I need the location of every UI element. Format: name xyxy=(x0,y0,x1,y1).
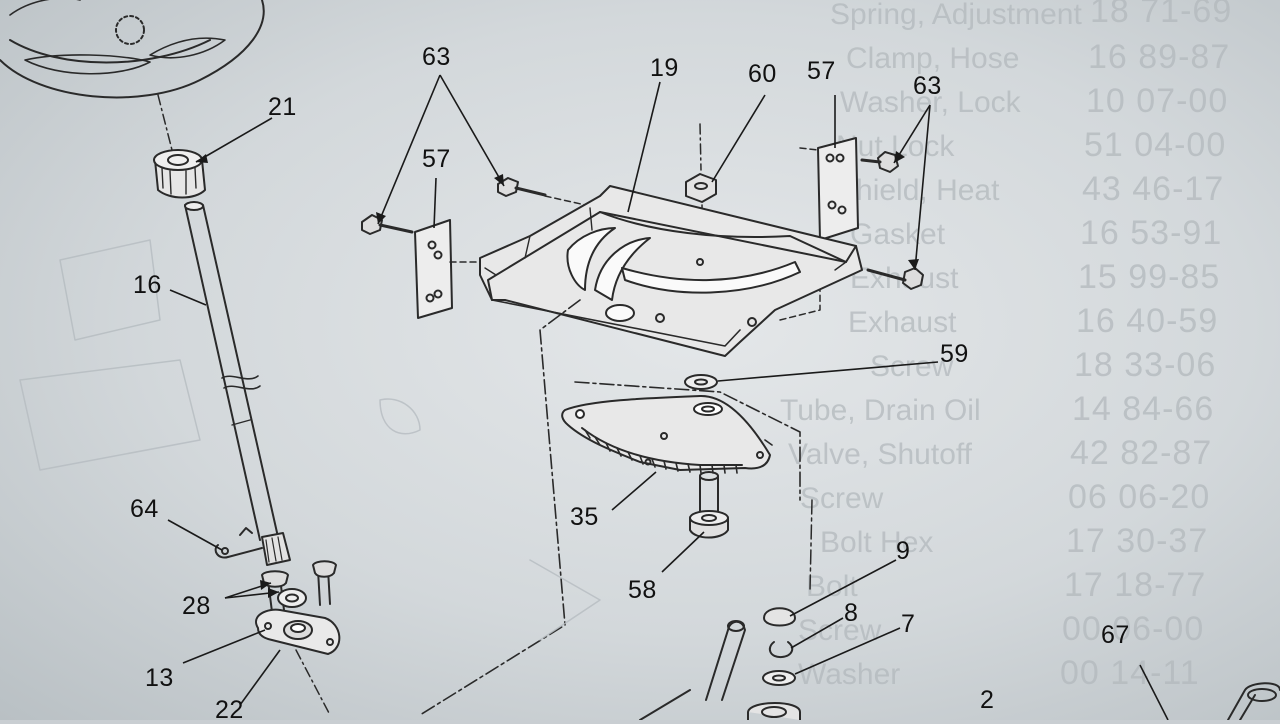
part-8-clip xyxy=(768,641,794,659)
callout-19: 19 xyxy=(650,54,679,82)
bleed-name: Bolt xyxy=(806,570,858,603)
drag-link xyxy=(639,620,801,720)
leader-lines xyxy=(167,74,1169,720)
bleed-name: Clamp, Hose xyxy=(846,42,1020,75)
bleed-name: Exhaust xyxy=(848,306,957,339)
bleed-code: 16 53-91 xyxy=(1080,214,1223,252)
bleed-code: 15 99-85 xyxy=(1078,258,1221,296)
bleed-name: Screw xyxy=(800,482,884,515)
assembly-line xyxy=(809,499,813,591)
part-28-bolts xyxy=(261,560,337,613)
bleed-code: 51 04-00 xyxy=(1084,126,1227,164)
callout-21: 21 xyxy=(268,93,297,121)
bleed-name: Bolt Hex xyxy=(820,526,934,559)
callout-57-right: 57 xyxy=(807,57,836,85)
bleed-name: Tube, Drain Oil xyxy=(780,394,981,427)
callout-63-left: 63 xyxy=(422,43,451,71)
bleed-code: 18 71-69 xyxy=(1090,0,1233,30)
bleed-code: 00 06-00 xyxy=(1062,610,1205,648)
centerline xyxy=(157,94,173,151)
bleed-code: 14 84-66 xyxy=(1072,390,1215,428)
bleed-name: Washer, Lock xyxy=(840,86,1021,119)
part-57-left-plate xyxy=(414,219,453,319)
part-58-bushing xyxy=(689,510,729,539)
part-16-steering-shaft xyxy=(184,201,291,566)
part-59-washer xyxy=(684,374,718,390)
callout-60: 60 xyxy=(748,60,777,88)
leader-arrowheads xyxy=(196,151,919,598)
callout-64: 64 xyxy=(130,495,159,523)
callout-59: 59 xyxy=(940,340,969,368)
callout-2: 2 xyxy=(980,686,995,714)
part-35-sector-gear xyxy=(561,394,771,521)
part-67-tube xyxy=(1227,682,1280,720)
callout-7: 7 xyxy=(901,610,916,638)
callout-13: 13 xyxy=(145,664,174,692)
part-64-clip xyxy=(214,527,263,559)
part-22-flange-bearing xyxy=(255,608,341,655)
callout-67: 67 xyxy=(1101,621,1130,649)
bleed-code: 10 07-00 xyxy=(1086,82,1229,120)
centerline xyxy=(295,649,331,716)
callout-8: 8 xyxy=(844,599,859,627)
callout-16: 16 xyxy=(133,271,162,299)
bleed-code: 42 82-87 xyxy=(1070,434,1213,472)
callout-9: 9 xyxy=(896,537,911,565)
assembly-line xyxy=(574,381,801,501)
part-21-hub-nut xyxy=(153,149,206,199)
bleed-code: 17 18-77 xyxy=(1064,566,1207,604)
steering-wheel xyxy=(0,0,265,99)
bleed-through-drawing xyxy=(19,239,601,641)
bleed-name: Valve, Shutoff xyxy=(788,438,973,471)
part-7-washer xyxy=(762,670,796,686)
callout-28: 28 xyxy=(182,592,211,620)
bleed-code: 06 06-20 xyxy=(1068,478,1211,516)
bleed-code: 00 14-11 xyxy=(1060,654,1200,692)
bleed-code: 16 40-59 xyxy=(1076,302,1219,340)
bleed-name: Gasket xyxy=(850,218,946,251)
bleed-name: Shield, Heat xyxy=(836,174,1000,207)
part-9-cap xyxy=(763,607,796,627)
bleed-code: 43 46-17 xyxy=(1082,170,1225,208)
callout-22: 22 xyxy=(215,696,244,724)
part-57-right-plate xyxy=(817,137,859,241)
assembly-line xyxy=(449,147,821,321)
bleed-code: 18 33-06 xyxy=(1074,346,1217,384)
bleed-code: 16 89-87 xyxy=(1088,38,1231,76)
callout-35: 35 xyxy=(570,503,599,531)
bleed-code: 17 30-37 xyxy=(1066,522,1209,560)
part-63-screws xyxy=(361,151,924,290)
callout-63-right: 63 xyxy=(913,72,942,100)
callout-57-left: 57 xyxy=(422,145,451,173)
part-19-steering-bracket xyxy=(479,185,863,357)
bleed-name: Spring, Adjustment xyxy=(830,0,1082,31)
assembly-line xyxy=(419,299,581,716)
callout-58: 58 xyxy=(628,576,657,604)
